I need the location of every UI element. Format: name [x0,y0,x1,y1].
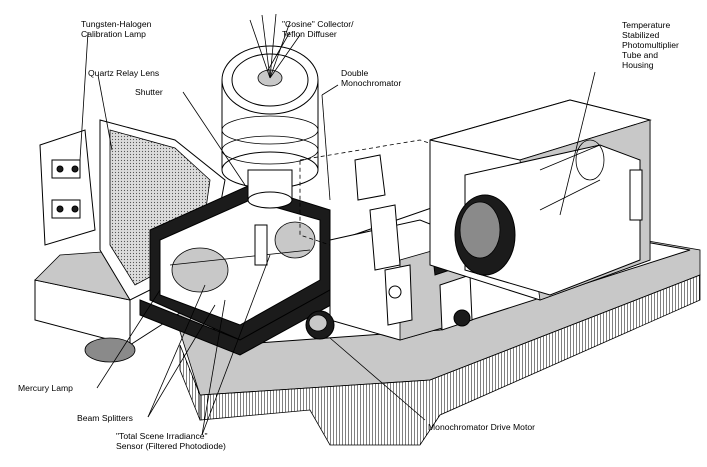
label-cosine-collector: "Cosine" Collector/ Teflon Diffuser [282,19,354,39]
label-mercury-lamp: Mercury Lamp [18,383,73,393]
leader-lines [79,31,596,436]
label-shutter: Shutter [135,87,163,97]
label-beam-splitters: Beam Splitters [77,413,133,423]
label-tungsten-lamp: Tungsten-Halogen Calibration Lamp [81,19,152,39]
label-monochromator-drive-motor: Monochromator Drive Motor [428,422,535,432]
pmt-housing [429,99,652,301]
label-total-scene-sensor: "Total Scene Irradiance" Sensor (Filtere… [116,431,226,451]
label-double-monochromator: Double Monochromator [341,68,402,88]
cosine-collector [221,13,319,209]
label-quartz-lens: Quartz Relay Lens [88,68,160,78]
label-temperature-pmt: Temperature Stabilized Photomultiplier T… [622,20,679,70]
central-optics-block [139,184,341,356]
